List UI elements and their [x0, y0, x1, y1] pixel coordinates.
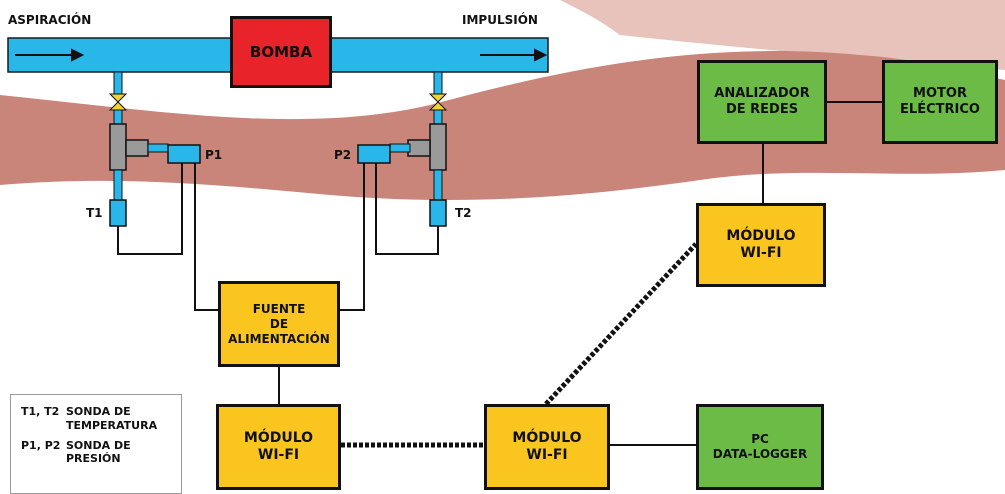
p1-label: P1: [205, 148, 223, 162]
wiring: [117, 101, 882, 446]
power-supply-box: FUENTE DE ALIMENTACIÓN: [218, 281, 340, 367]
right-sensor-line: [389, 71, 448, 201]
legend: T1, T2 SONDA DE TEMPERATURA P1, P2 SONDA…: [10, 394, 182, 494]
p2-label: P2: [334, 148, 352, 162]
legend-code: P1, P2: [21, 438, 61, 452]
impulsion-label: IMPULSIÓN: [462, 13, 538, 27]
left-sensor-line: [108, 71, 169, 201]
legend-desc: SONDA DE PRESIÓN: [66, 438, 131, 466]
pc-data-logger-box: PC DATA-LOGGER: [696, 404, 824, 490]
legend-row-pressure: P1, P2 SONDA DE PRESIÓN: [21, 439, 173, 467]
p1-sensor: [167, 144, 201, 164]
t2-label: T2: [455, 206, 472, 220]
legend-row-temperature: T1, T2 SONDA DE TEMPERATURA: [21, 405, 173, 433]
flow-arrow-right: [480, 48, 548, 62]
p2-sensor: [357, 144, 391, 164]
legend-code: T1, T2: [21, 405, 60, 418]
legend-desc: SONDA DE TEMPERATURA: [66, 405, 158, 432]
background-band: [0, 51, 1005, 201]
network-analyzer-box: ANALIZADOR DE REDES: [697, 60, 827, 144]
flow-arrow-left: [15, 48, 85, 62]
wifi-module-left: MÓDULO WI-FI: [216, 404, 341, 490]
t1-label: T1: [86, 206, 103, 220]
wifi-module-right: MÓDULO WI-FI: [696, 203, 826, 287]
background-band-light: [560, 0, 1005, 70]
t1-sensor: [109, 199, 127, 227]
electric-motor-box: MOTOR ELÉCTRICO: [882, 60, 998, 144]
wireless-links: [341, 242, 698, 448]
pump-box: BOMBA: [230, 16, 332, 88]
wifi-module-center: MÓDULO WI-FI: [484, 404, 610, 490]
aspiracion-label: ASPIRACIÓN: [8, 13, 92, 27]
t2-sensor: [429, 199, 447, 227]
